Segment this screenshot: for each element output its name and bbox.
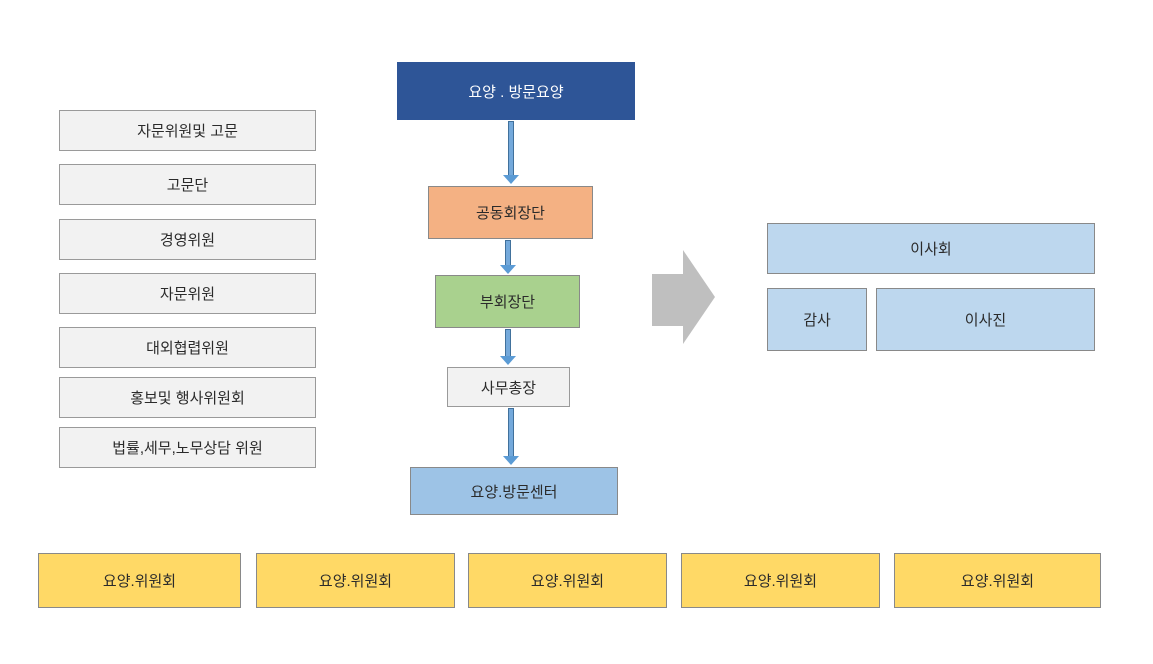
arrow-head bbox=[683, 250, 715, 344]
left-box-external-cooperation: 대외협렵위원 bbox=[59, 327, 316, 368]
care-center-label: 요양.방문센터 bbox=[470, 483, 558, 501]
left-box-label: 자문위원및 고문 bbox=[137, 123, 238, 140]
secretary-general-label: 사무총장 bbox=[480, 379, 537, 397]
vice-chairs-label: 부회장단 bbox=[479, 294, 536, 311]
arrow-tail bbox=[652, 274, 683, 326]
arrow-shaft bbox=[505, 329, 511, 357]
down-arrow-icon bbox=[503, 121, 519, 184]
auditor-box: 감사 bbox=[767, 288, 867, 351]
left-box-label: 고문단 bbox=[166, 177, 209, 194]
committee-label: 요양.위원회 bbox=[743, 573, 818, 590]
arrow-head bbox=[503, 456, 519, 465]
left-box-legal-tax-labor: 법률,세무,노무상담 위원 bbox=[59, 427, 316, 468]
left-box-label: 대외협렵위원 bbox=[146, 340, 229, 357]
down-arrow-icon bbox=[503, 408, 519, 465]
committee-label: 요양.위원회 bbox=[960, 573, 1035, 590]
arrow-head bbox=[500, 265, 516, 274]
left-box-label: 법률,세무,노무상담 위원 bbox=[112, 440, 263, 457]
root-box-label: 요양 . 방문요양 bbox=[468, 83, 564, 101]
committee-box-5: 요양.위원회 bbox=[894, 553, 1101, 608]
directors-box: 이사진 bbox=[876, 288, 1095, 351]
left-box-advisory-committee: 자문위원 bbox=[59, 273, 316, 314]
left-box-management-committee: 경영위원 bbox=[59, 219, 316, 260]
right-block-arrow-icon bbox=[652, 250, 715, 344]
secretary-general-box: 사무총장 bbox=[447, 367, 570, 407]
down-arrow-icon bbox=[500, 329, 516, 365]
vice-chairs-box: 부회장단 bbox=[435, 275, 580, 328]
board-label: 이사회 bbox=[910, 241, 952, 258]
board-box: 이사회 bbox=[767, 223, 1095, 274]
co-chairs-label: 공동회장단 bbox=[475, 205, 545, 222]
left-box-label: 경영위원 bbox=[159, 232, 216, 249]
left-box-label: 홍보및 행사위원회 bbox=[130, 390, 245, 407]
left-box-label: 자문위원 bbox=[159, 286, 216, 303]
arrow-head bbox=[503, 175, 519, 184]
committee-box-4: 요양.위원회 bbox=[681, 553, 880, 608]
arrow-head bbox=[500, 356, 516, 365]
left-box-advisors-and-counsel: 자문위원및 고문 bbox=[59, 110, 316, 151]
committee-label: 요양.위원회 bbox=[530, 573, 605, 590]
committee-box-2: 요양.위원회 bbox=[256, 553, 455, 608]
down-arrow-icon bbox=[500, 240, 516, 274]
auditor-label: 감사 bbox=[803, 312, 831, 329]
co-chairs-box: 공동회장단 bbox=[428, 186, 593, 239]
committee-box-3: 요양.위원회 bbox=[468, 553, 667, 608]
arrow-shaft bbox=[508, 408, 514, 457]
arrow-shaft bbox=[508, 121, 514, 176]
care-center-box: 요양.방문센터 bbox=[410, 467, 618, 515]
committee-box-1: 요양.위원회 bbox=[38, 553, 241, 608]
committee-label: 요양.위원회 bbox=[318, 573, 393, 590]
left-box-pr-events-committee: 홍보및 행사위원회 bbox=[59, 377, 316, 418]
left-box-advisory-group: 고문단 bbox=[59, 164, 316, 205]
root-box: 요양 . 방문요양 bbox=[397, 62, 635, 120]
directors-label: 이사진 bbox=[964, 312, 1007, 329]
committee-label: 요양.위원회 bbox=[102, 573, 177, 590]
arrow-shaft bbox=[505, 240, 511, 266]
